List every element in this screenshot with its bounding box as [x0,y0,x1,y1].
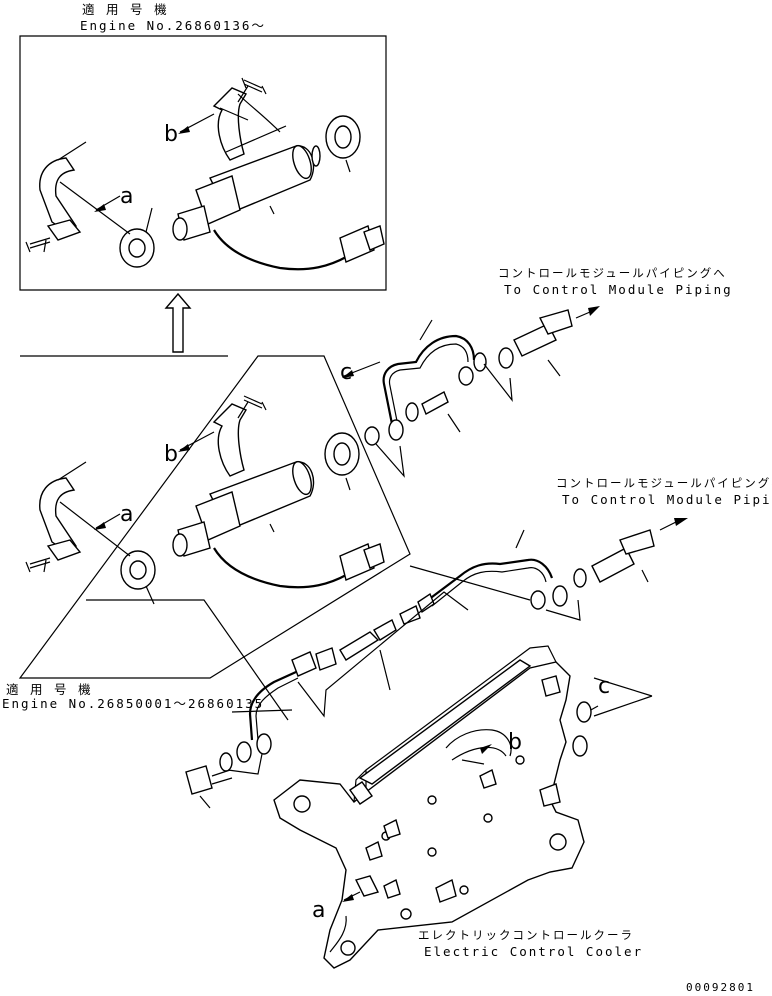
top-detail-box [20,36,386,290]
up-arrow-icon [166,294,190,352]
bottom-detail-box [20,356,410,720]
to-control-module-2-en: To Control Module Piping [562,492,772,507]
to-control-module-1-en: To Control Module Piping [504,282,733,297]
applicable-bottom-jp: 適 用 号 機 [6,682,93,697]
callout-c-lower: c [598,674,611,699]
callout-a-top: a [120,184,134,209]
callout-b-plate: b [508,730,522,755]
cooler-label-en: Electric Control Cooler [424,944,644,959]
callout-b-top: b [164,122,178,147]
drawing-number: 00092801 [686,981,755,994]
applicable-top-en: Engine No.26860136〜 [80,18,266,33]
callout-c-upper: c [340,360,353,385]
upper-pipe-assembly [342,306,600,600]
to-control-module-2-jp: コントロールモジュールパイピングへ [556,476,772,490]
applicable-bottom-en: Engine No.26850001〜26860135 [2,696,265,711]
to-control-module-1-jp: コントロールモジュールパイピングへ [498,266,727,280]
electric-control-cooler [274,646,591,968]
callout-a-bottom: a [120,502,134,527]
cooler-label-jp: エレクトリックコントロールクーラ [418,928,634,942]
callout-b-bottom: b [164,442,178,467]
callout-a-plate: a [312,898,326,923]
applicable-top-jp: 適 用 号 機 [82,2,169,17]
